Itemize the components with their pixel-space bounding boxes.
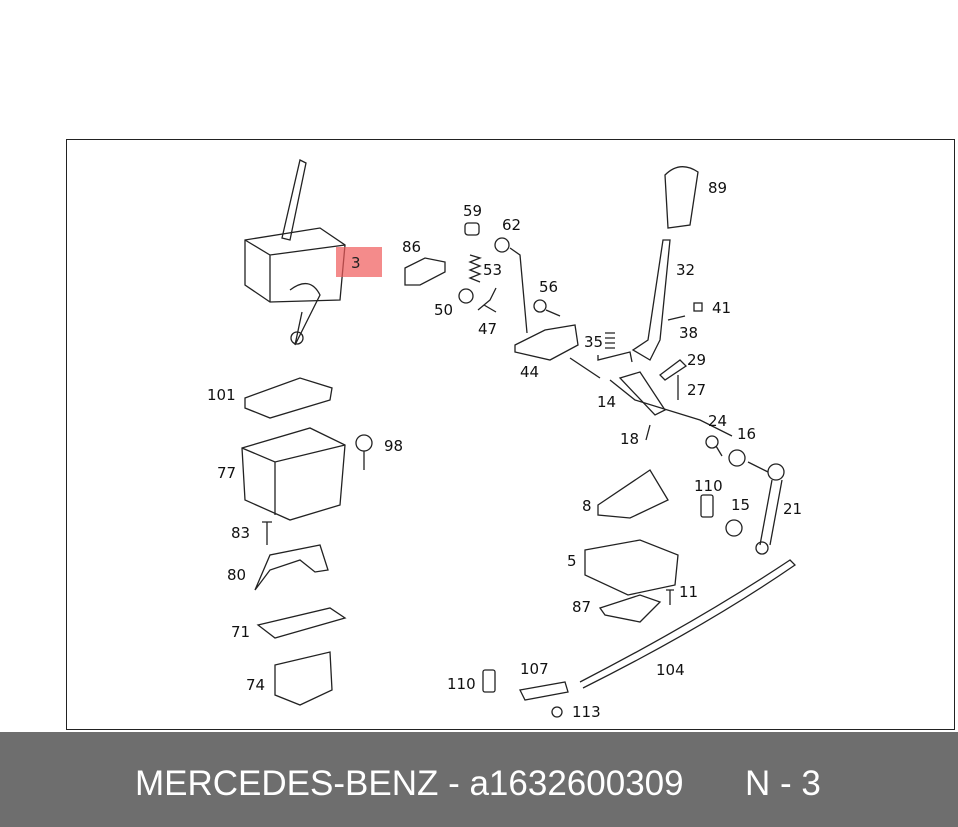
part-label-41[interactable]: 41: [712, 299, 732, 317]
clip-41: [693, 302, 703, 312]
grommet-15: [725, 519, 743, 537]
clip-110: [700, 494, 714, 518]
part-label-71[interactable]: 71: [231, 623, 251, 641]
spring-53: [468, 254, 482, 283]
part-label-87[interactable]: 87: [572, 598, 592, 616]
part-label-62[interactable]: 62: [502, 216, 522, 234]
housing-77: [241, 427, 346, 521]
part-label-107[interactable]: 107: [520, 660, 549, 678]
clamp-24: [705, 435, 723, 457]
lever-32: [631, 239, 671, 361]
lever-47: [477, 287, 497, 313]
part-label-15[interactable]: 15: [731, 496, 751, 514]
bolt-83: [262, 521, 272, 545]
highlight-label: 3: [351, 254, 361, 272]
lever-21: [755, 463, 785, 555]
cable-104: [579, 559, 797, 689]
part-label-29[interactable]: 29: [687, 351, 707, 369]
end-107: [519, 681, 569, 701]
bushing-62: [494, 237, 528, 334]
switch-29: [659, 359, 688, 381]
part-label-38[interactable]: 38: [679, 324, 699, 342]
part-label-18[interactable]: 18: [620, 430, 640, 448]
part-label-104[interactable]: 104: [656, 661, 685, 679]
part-label-110b[interactable]: 110: [447, 675, 476, 693]
part-label-21[interactable]: 21: [783, 500, 803, 518]
part-label-14[interactable]: 14: [597, 393, 617, 411]
part-number-title: MERCEDES-BENZ - a1632600309: [135, 764, 684, 803]
bushing-16: [728, 449, 769, 473]
knob-89: [664, 166, 699, 229]
shaft-14: [609, 371, 733, 437]
module-71: [256, 607, 347, 639]
spring-35: [597, 332, 633, 363]
pin-18: [645, 424, 651, 441]
part-label-8[interactable]: 8: [582, 497, 592, 515]
part-label-16[interactable]: 16: [737, 425, 757, 443]
footer-bar: MERCEDES-BENZ - a1632600309 N - 3: [0, 732, 958, 827]
bolt-38: [667, 315, 686, 321]
clip-50: [458, 288, 474, 304]
highlighted-part-3[interactable]: 3: [336, 247, 382, 277]
part-label-80[interactable]: 80: [227, 566, 247, 584]
screw-98: [355, 434, 373, 470]
part-label-50[interactable]: 50: [434, 301, 454, 319]
part-label-113[interactable]: 113: [572, 703, 601, 721]
part-label-86[interactable]: 86: [402, 238, 422, 256]
housing-5: [584, 539, 679, 596]
bolt-56: [533, 299, 561, 317]
module-74: [274, 651, 333, 706]
part-label-89[interactable]: 89: [708, 179, 728, 197]
bracket-86: [404, 257, 446, 286]
clip-110b: [482, 669, 496, 693]
bracket-44: [514, 324, 601, 379]
part-label-83[interactable]: 83: [231, 524, 251, 542]
part-label-11[interactable]: 11: [679, 583, 699, 601]
part-label-35[interactable]: 35: [584, 333, 604, 351]
part-label-110[interactable]: 110: [694, 477, 723, 495]
trim-87: [598, 594, 662, 623]
part-label-56[interactable]: 56: [539, 278, 559, 296]
cover-80: [254, 544, 329, 591]
screw-11: [666, 589, 674, 605]
part-label-59[interactable]: 59: [463, 202, 483, 220]
shifter-assembly-3: [244, 159, 346, 346]
trim-plate-101: [244, 377, 333, 419]
part-label-47[interactable]: 47: [478, 320, 498, 338]
diagram-frame: [66, 139, 955, 730]
part-label-74[interactable]: 74: [246, 676, 266, 694]
part-label-101[interactable]: 101: [207, 386, 236, 404]
diagram-position: N - 3: [745, 764, 821, 803]
part-label-5[interactable]: 5: [567, 552, 577, 570]
part-label-98[interactable]: 98: [384, 437, 404, 455]
part-label-24[interactable]: 24: [708, 412, 728, 430]
part-label-77[interactable]: 77: [217, 464, 237, 482]
part-label-32[interactable]: 32: [676, 261, 696, 279]
part-label-53[interactable]: 53: [483, 261, 503, 279]
part-label-27[interactable]: 27: [687, 381, 707, 399]
nut-113: [551, 706, 563, 718]
bracket-8: [597, 469, 669, 519]
bushing-59: [464, 222, 480, 236]
part-label-44[interactable]: 44: [520, 363, 540, 381]
